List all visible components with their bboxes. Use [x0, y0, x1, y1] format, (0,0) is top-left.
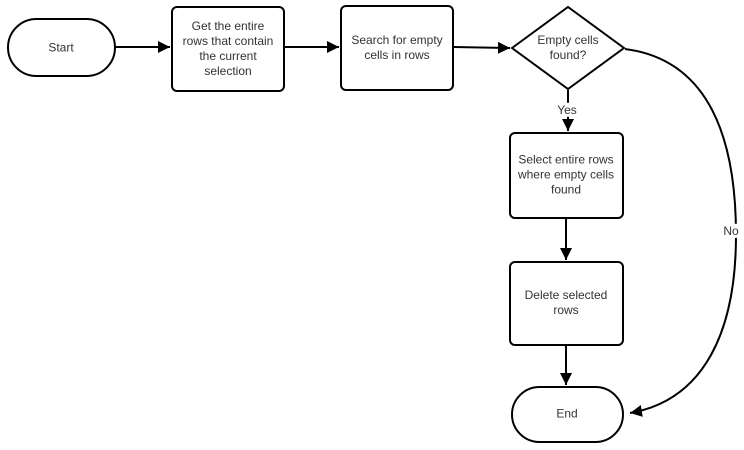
process-search-shape [340, 5, 454, 91]
delete-rows-label: Delete selected rows [524, 288, 608, 317]
get-rows-label: Get the entire rows that contain the cur… [182, 19, 274, 78]
decision-label: Empty cells found? [537, 33, 599, 62]
end-node-shape [511, 386, 624, 443]
process-get-rows-shape [171, 6, 285, 92]
decision-empty-found-shape [510, 5, 626, 91]
start-node-label: Start [48, 40, 74, 55]
select-rows-label: Select entire rows where empty cells fou… [517, 152, 615, 197]
edge-search-to-decision [452, 41, 511, 54]
process-select-rows-shape [509, 132, 624, 219]
search-label: Search for empty cells in rows [351, 33, 443, 62]
no-edge-label: No [721, 223, 741, 239]
start-node-shape [7, 18, 116, 77]
edge-decision-to-end-no [624, 48, 738, 417]
yes-edge-label: Yes [555, 102, 579, 118]
end-node-label: End [556, 406, 578, 421]
process-delete-rows-shape [509, 261, 624, 346]
